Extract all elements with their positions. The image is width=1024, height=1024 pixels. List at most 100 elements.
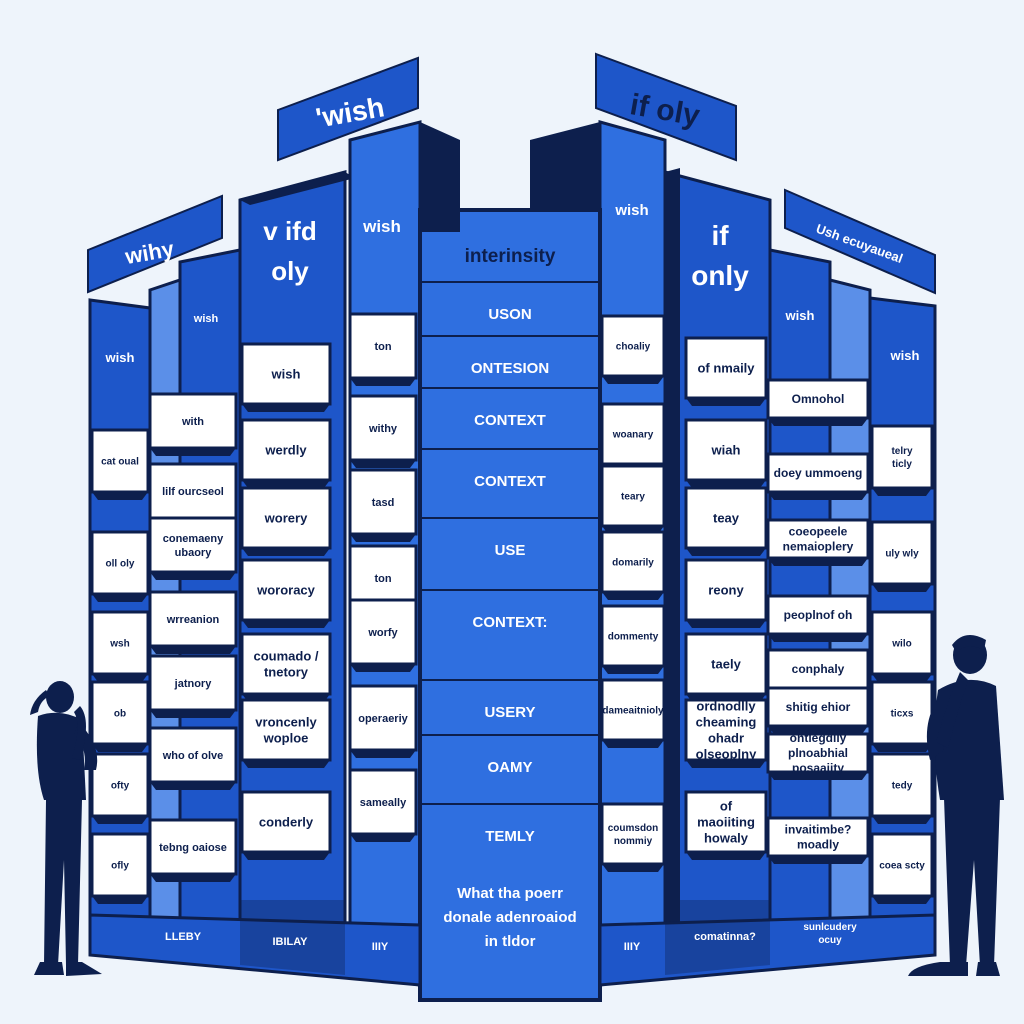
label-card-shadow	[768, 634, 868, 642]
label-card-shadow	[686, 620, 766, 628]
label-card-text: operaeriy	[358, 713, 408, 725]
label-card-text: conderly	[259, 815, 314, 830]
label-card-shadow	[242, 760, 330, 768]
label-card: wrreanion	[148, 590, 238, 654]
label-card: ofly	[90, 832, 150, 904]
center-row-label: CONTEXT	[474, 473, 546, 490]
label-card: choaliy	[600, 314, 666, 384]
label-card-bg	[240, 698, 332, 762]
label-card-bg	[684, 418, 768, 482]
label-card: who of olve	[148, 726, 238, 790]
label-card-shadow	[92, 744, 148, 752]
label-card: operaeriy	[348, 684, 418, 758]
label-card-shadow	[350, 750, 416, 758]
label-card: ob	[90, 680, 150, 752]
label-card-bg	[148, 392, 238, 450]
person-left-thinking	[30, 681, 102, 976]
label-card-shadow	[150, 710, 236, 718]
base-label-right-1: IIIY	[624, 941, 641, 953]
label-card-text: coea scty	[879, 861, 925, 872]
label-card-bg	[148, 654, 238, 712]
label-card-text: ob	[114, 709, 126, 720]
tower-head-right-inner: wish	[614, 202, 648, 219]
label-card-shadow	[872, 816, 932, 824]
label-card: tasd	[348, 468, 418, 542]
tower-head-left-tall-line-1: v ifd	[263, 216, 316, 246]
label-card-text: wororacy	[256, 583, 316, 598]
base-label-right-3-line-2: ocuy	[818, 935, 842, 946]
label-card-text: ofly	[111, 861, 129, 872]
label-card-bg	[766, 518, 870, 560]
label-card-text: who of olve	[162, 750, 224, 762]
label-card: werdly	[240, 418, 332, 488]
center-row-label: OAMY	[488, 759, 533, 776]
label-card-shadow	[242, 480, 330, 488]
label-card: oll oly	[90, 530, 150, 602]
label-card-bg	[870, 752, 934, 818]
label-card-bg	[148, 726, 238, 784]
center-column: USONONTESIONCONTEXTCONTEXTUSECONTEXT:USE…	[418, 205, 602, 1002]
label-card-shadow	[92, 674, 148, 682]
label-card-shadow	[768, 558, 868, 566]
label-card-text: woanary	[612, 430, 654, 441]
label-card-bg	[148, 516, 238, 574]
label-card-text: ofty	[111, 781, 130, 792]
label-card-text: teary	[621, 492, 645, 503]
label-card-text: tasd	[372, 497, 395, 509]
label-card: Omnohol	[766, 378, 870, 426]
label-card-shadow	[602, 740, 664, 748]
label-card-text: invaitimbe?moadly	[785, 823, 852, 852]
label-card-shadow	[92, 816, 148, 824]
label-card-text: doey ummoeng	[774, 466, 863, 480]
label-card: dommenty	[600, 604, 666, 674]
banner-top-right: if oly	[595, 52, 737, 162]
label-card-text: oll oly	[106, 559, 135, 570]
center-footer-line-2: donale adenroaiod	[443, 909, 576, 926]
label-card-shadow	[686, 548, 766, 556]
label-card-shadow	[350, 378, 416, 386]
label-card: of nmaily	[684, 336, 768, 406]
label-card-text: coumado /tnetory	[253, 649, 318, 680]
label-card: invaitimbe?moadly	[766, 816, 870, 864]
label-card-bg	[348, 312, 418, 380]
label-card-text: tedy	[892, 781, 913, 792]
label-card-text: ton	[374, 573, 391, 585]
label-card: ofty	[90, 752, 150, 824]
label-card-shadow	[242, 548, 330, 556]
label-card-text: ton	[374, 341, 391, 353]
label-card-shadow	[242, 852, 330, 860]
label-card: wsh	[90, 610, 150, 682]
label-card-text: sameally	[360, 797, 407, 809]
label-card-text: tebng oaiose	[159, 842, 227, 854]
label-card: tedy	[870, 752, 934, 824]
label-card-shadow	[242, 620, 330, 628]
label-card-shadow	[92, 896, 148, 904]
label-card-bg	[684, 336, 768, 400]
label-card-text: teay	[713, 511, 740, 526]
center-row-label: CONTEXT:	[473, 614, 548, 631]
label-card-shadow	[686, 760, 766, 768]
label-card: peoplnof oh	[766, 594, 870, 642]
label-card-shadow	[150, 448, 236, 456]
label-card: wish	[240, 342, 332, 412]
label-card-bg	[600, 530, 666, 594]
banner-far-left: wihy	[87, 194, 223, 294]
label-card: shitig ehior	[766, 686, 870, 734]
label-card-bg	[766, 378, 870, 420]
center-row-label: USERY	[484, 704, 535, 721]
label-card-text: of nmaily	[697, 361, 755, 376]
label-card: worfy	[348, 598, 418, 672]
label-card: ton	[348, 312, 418, 386]
label-card-bg	[240, 558, 332, 622]
center-row-label: USON	[488, 306, 531, 323]
